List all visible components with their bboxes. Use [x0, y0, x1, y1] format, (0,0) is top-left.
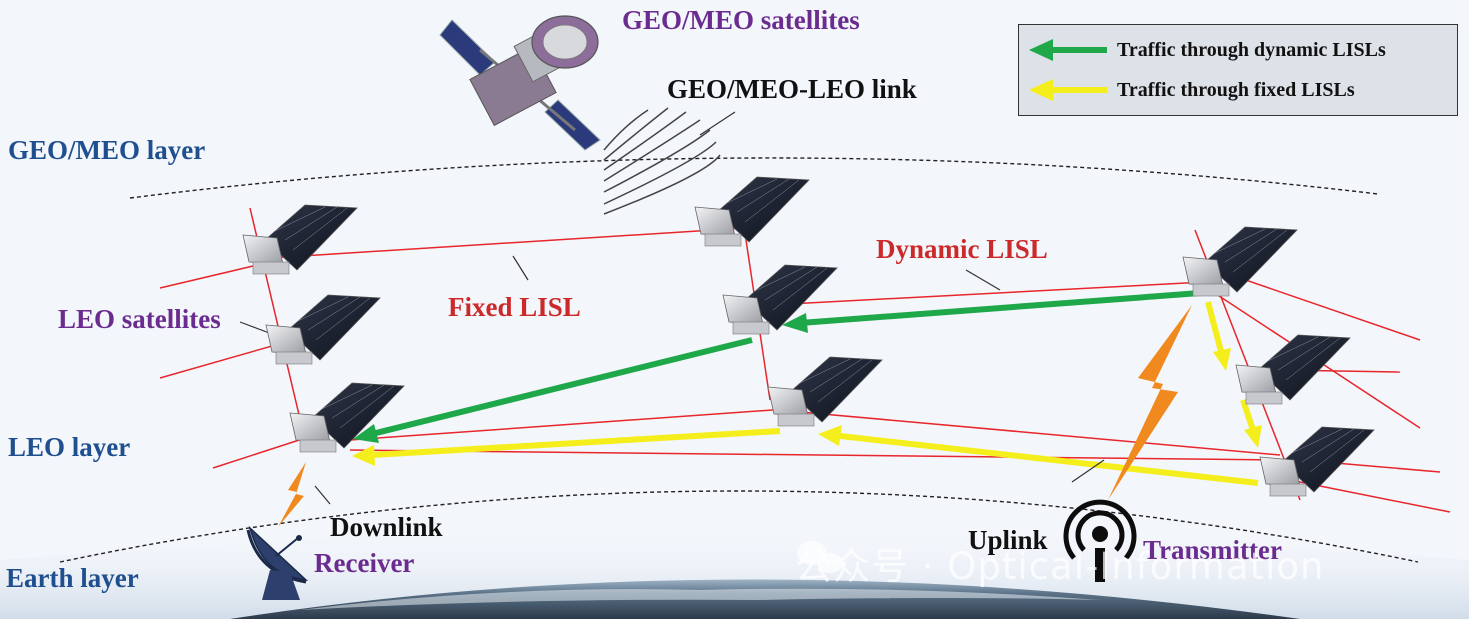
leo-satellite-8 [1235, 334, 1351, 405]
geo-meo-leo-link-arcs [603, 107, 721, 215]
watermark-text: 公众号 · Optical-Information [795, 545, 1325, 588]
geo-meo-leo-link-label: GEO/MEO-LEO link [667, 74, 917, 104]
wechat-watermark-icon [797, 541, 843, 573]
leo-satellite-3 [289, 382, 405, 453]
receiver-dish-icon [246, 525, 309, 600]
receiver-label: Receiver [314, 548, 415, 578]
fixed-lisl-label: Fixed LISL [448, 292, 581, 322]
fixed-traffic-arrows [352, 301, 1262, 486]
fixed-lisl-leader [512, 255, 529, 281]
transmitter-label: Transmitter [1143, 535, 1282, 565]
legend-item-fixed: Traffic through fixed LISLs [1019, 75, 1457, 105]
geo-link-leader [699, 111, 736, 136]
leo-satellite-2 [265, 294, 381, 365]
leo-earth-boundary-arc [59, 490, 1419, 563]
downlink-leader [314, 485, 331, 505]
downlink-label: Downlink [330, 512, 443, 542]
leo-satellite-1 [242, 204, 358, 275]
legend-item-dynamic: Traffic through dynamic LISLs [1019, 35, 1457, 65]
dynamic-lisl-label: Dynamic LISL [876, 234, 1048, 264]
legend: Traffic through dynamic LISLs Traffic th… [1018, 24, 1458, 116]
geo-leo-boundary-arc [129, 157, 1379, 199]
uplink-leader [1071, 459, 1105, 483]
legend-dynamic-text: Traffic through dynamic LISLs [1117, 39, 1386, 61]
dynamic-lisl-leader [965, 269, 1001, 291]
leo-satellites-leader [239, 321, 273, 335]
leo-satellite-4 [694, 176, 810, 247]
geo-meo-layer-label: GEO/MEO layer [8, 135, 206, 165]
dynamic-traffic-arrows [353, 290, 1201, 443]
earth-clouds [300, 588, 1100, 610]
legend-yellow-arrow-icon [1029, 79, 1107, 101]
leo-satellite-7 [1182, 226, 1298, 297]
leo-satellite-5 [722, 264, 838, 335]
legend-green-arrow-icon [1029, 39, 1107, 61]
geo-meo-satellite-icon [439, 15, 601, 151]
geo-meo-satellites-label: GEO/MEO satellites [622, 5, 860, 35]
leo-layer-label: LEO layer [8, 432, 131, 462]
uplink-label: Uplink [968, 525, 1048, 555]
downlink-lightning [278, 462, 306, 527]
transmitter-tower-icon [1063, 499, 1137, 582]
leo-satellite-9 [1259, 426, 1375, 497]
leo-satellite-6 [767, 356, 883, 427]
leo-satellites-label: LEO satellites [58, 304, 221, 334]
legend-fixed-text: Traffic through fixed LISLs [1117, 79, 1355, 101]
earth-layer-label: Earth layer [6, 563, 139, 593]
